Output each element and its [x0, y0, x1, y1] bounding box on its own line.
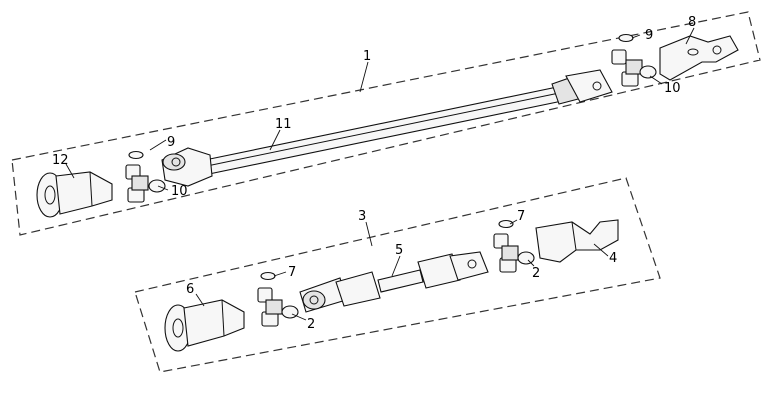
callout-2-lower-left: 2	[307, 317, 315, 332]
universal-joint-left	[125, 164, 166, 203]
bearing-cap-left	[128, 150, 144, 160]
shaft-yoke-right	[551, 69, 613, 105]
flange-yoke-lower	[164, 299, 245, 352]
callout-6: 6	[186, 282, 194, 297]
callout-4: 4	[609, 251, 617, 266]
callout-9-right: 9	[645, 28, 653, 43]
bearing-cap-lower-right	[498, 219, 514, 229]
callout-9-left: 9	[167, 135, 175, 150]
upper-assembly-group: 1 11 12 9 10 9 8 10	[11, 11, 761, 236]
callout-7-lower-right: 7	[517, 209, 525, 224]
callout-5: 5	[395, 243, 403, 258]
end-yoke-lower	[535, 219, 619, 263]
bearing-cap-right	[618, 33, 634, 43]
slip-shaft-assembly	[299, 251, 489, 313]
callout-3: 3	[358, 209, 366, 224]
callout-7-lower-left: 7	[288, 265, 296, 280]
universal-joint-lower-left	[257, 287, 299, 327]
upper-assembly-boundary	[11, 11, 761, 236]
callout-8: 8	[688, 15, 696, 30]
callout-10-left: 10	[171, 184, 188, 199]
universal-joint-lower-right	[493, 233, 535, 273]
callout-11: 11	[275, 117, 292, 132]
long-shaft-tube	[204, 85, 568, 175]
end-yoke-right	[659, 35, 739, 81]
bearing-cap-lower-left	[260, 271, 276, 281]
flange-yoke	[36, 171, 113, 218]
shaft-yoke-left	[161, 147, 213, 187]
universal-joint-right	[611, 49, 657, 87]
lower-assembly-boundary	[134, 177, 661, 373]
callout-2-lower-right: 2	[532, 266, 540, 281]
callout-12: 12	[52, 153, 69, 168]
lower-assembly-group: 3 5 6 7 2 7 2 4	[134, 177, 661, 373]
callout-1: 1	[363, 49, 371, 64]
callout-10-right: 10	[664, 81, 681, 96]
